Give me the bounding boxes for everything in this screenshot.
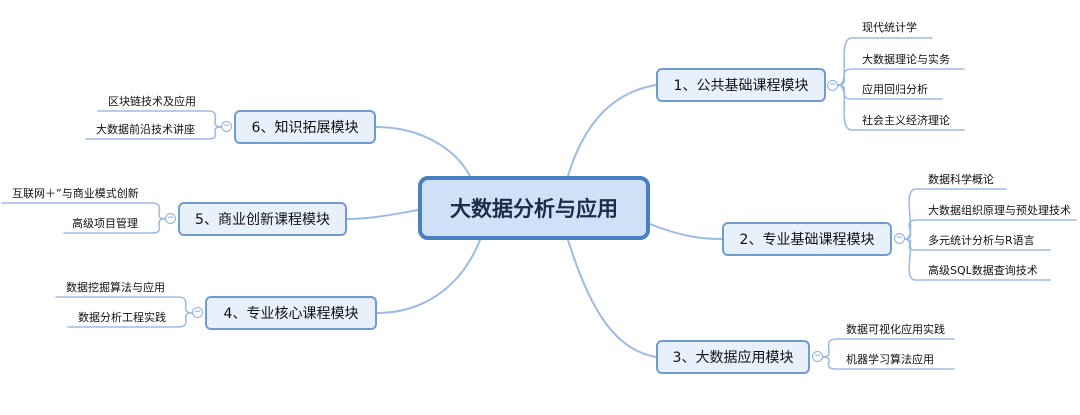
link-module-2-leaf-3 bbox=[904, 238, 1051, 281]
leaf-item[interactable]: 数据科学概论 bbox=[928, 173, 994, 186]
link-module-4-leaf-0 bbox=[55, 296, 193, 314]
leaf-item[interactable]: 区块链技术及应用 bbox=[108, 95, 196, 108]
collapse-toggle-icon[interactable]: − bbox=[894, 233, 905, 244]
link-module-4-leaf-1 bbox=[67, 312, 193, 328]
link-center-module-3 bbox=[567, 239, 657, 358]
module-3-big-data-application[interactable]: 3、大数据应用模块 bbox=[656, 340, 810, 374]
link-module-6-leaf-0 bbox=[97, 110, 222, 128]
module-5-business-innovation[interactable]: 5、商业创新课程模块 bbox=[178, 202, 347, 236]
leaf-item[interactable]: 高级SQL数据查询技术 bbox=[928, 264, 1038, 277]
link-center-module-5 bbox=[346, 209, 419, 220]
leaf-item[interactable]: 数据挖掘算法与应用 bbox=[66, 281, 165, 294]
link-center-module-1 bbox=[567, 84, 657, 177]
module-6-knowledge-expansion[interactable]: 6、知识拓展模块 bbox=[234, 110, 376, 144]
link-module-1-leaf-3 bbox=[837, 84, 965, 131]
module-1-public-foundation[interactable]: 1、公共基础课程模块 bbox=[656, 68, 826, 102]
module-2-professional-foundation[interactable]: 2、专业基础课程模块 bbox=[722, 222, 892, 256]
leaf-item[interactable]: 机器学习算法应用 bbox=[846, 353, 934, 366]
leaf-item[interactable]: 现代统计学 bbox=[862, 21, 917, 34]
leaf-item[interactable]: 大数据组织原理与预处理技术 bbox=[928, 204, 1071, 217]
link-module-1-leaf-0 bbox=[837, 37, 933, 86]
leaf-item[interactable]: 高级项目管理 bbox=[72, 217, 138, 230]
link-module-5-leaf-0 bbox=[1, 202, 166, 220]
link-module-2-leaf-1 bbox=[904, 219, 1077, 240]
leaf-item[interactable]: 大数据理论与实务 bbox=[862, 53, 950, 66]
leaf-item[interactable]: 互联网＋”与商业模式创新 bbox=[12, 187, 139, 200]
leaf-item[interactable]: 大数据前沿技术讲座 bbox=[96, 123, 195, 136]
link-module-1-leaf-1 bbox=[837, 68, 965, 86]
link-center-module-6 bbox=[375, 126, 471, 177]
central-topic[interactable]: 大数据分析与应用 bbox=[418, 176, 650, 240]
collapse-toggle-icon[interactable]: − bbox=[192, 307, 203, 318]
link-center-module-2 bbox=[649, 223, 723, 240]
module-4-professional-core[interactable]: 4、专业核心课程模块 bbox=[205, 296, 377, 330]
collapse-toggle-icon[interactable]: − bbox=[812, 351, 823, 362]
link-module-5-leaf-1 bbox=[63, 218, 166, 234]
collapse-toggle-icon[interactable]: − bbox=[827, 80, 838, 91]
link-module-2-leaf-0 bbox=[904, 188, 1007, 240]
leaf-item[interactable]: 应用回归分析 bbox=[862, 83, 928, 96]
link-center-module-4 bbox=[376, 239, 481, 314]
link-module-3-leaf-0 bbox=[822, 338, 955, 358]
link-module-3-leaf-1 bbox=[822, 356, 955, 370]
leaf-item[interactable]: 多元统计分析与R语言 bbox=[928, 234, 1035, 247]
leaf-item[interactable]: 数据可视化应用实践 bbox=[846, 323, 945, 336]
collapse-toggle-icon[interactable]: − bbox=[165, 213, 176, 224]
leaf-item[interactable]: 数据分析工程实践 bbox=[78, 311, 166, 324]
link-module-6-leaf-1 bbox=[85, 126, 222, 140]
collapse-toggle-icon[interactable]: − bbox=[221, 121, 232, 132]
leaf-item[interactable]: 社会主义经济理论 bbox=[862, 114, 950, 127]
